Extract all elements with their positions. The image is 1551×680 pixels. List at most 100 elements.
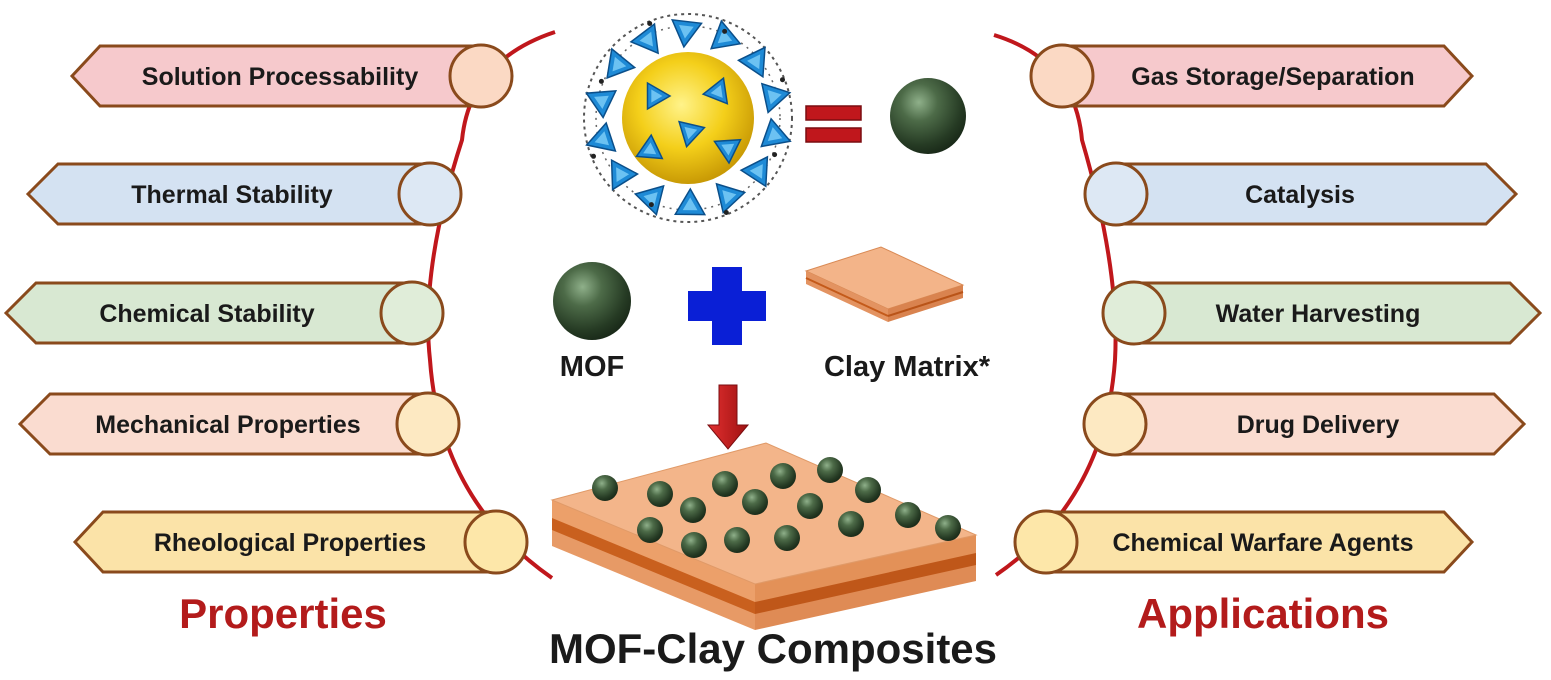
application-tag-drug-delivery: Drug Delivery <box>1082 391 1527 457</box>
tetrahedron-facet <box>767 127 783 141</box>
inner-tetrahedra <box>635 76 742 165</box>
slab-top-layer-right <box>755 535 976 602</box>
application-tag-catalysis: Catalysis <box>1083 161 1519 227</box>
down-arrow-icon <box>706 384 750 450</box>
tetrahedron-facet <box>651 89 663 103</box>
linker-atom <box>648 202 654 208</box>
tetrahedron-facet <box>749 164 763 179</box>
tag-label: Rheological Properties <box>154 529 426 557</box>
tetrahedron-facet <box>684 126 698 140</box>
plus-icon <box>688 267 766 345</box>
slab-bottom-layer-side-right <box>755 563 976 630</box>
linker-atom <box>772 152 778 158</box>
embedded-mof-sphere <box>838 511 864 537</box>
embedded-mof-sphere <box>712 471 738 497</box>
tag-label: Chemical Warfare Agents <box>1112 529 1413 557</box>
tag-label: Drug Delivery <box>1237 411 1400 439</box>
properties-heading: Properties <box>179 590 387 637</box>
tetrahedra-ring <box>585 19 792 217</box>
clay-matrix-icon <box>804 246 965 322</box>
tag-label: Thermal Stability <box>131 181 333 209</box>
mof-framework-illustration <box>583 13 793 223</box>
tag-label: Chemical Stability <box>99 300 314 328</box>
property-tag-chemical-stability: Chemical Stability <box>3 280 445 346</box>
tag-circle <box>1083 161 1149 227</box>
tetrahedron-facet <box>594 131 609 146</box>
linker-atom <box>591 153 596 159</box>
tag-circle <box>463 509 529 575</box>
embedded-mof-sphere <box>935 515 961 541</box>
embedded-mof-sphere <box>724 527 750 553</box>
linker-atom <box>780 77 785 83</box>
tetrahedron-facet <box>643 142 657 155</box>
properties-list: Solution Processability Thermal Stabilit… <box>3 43 529 575</box>
slab-middle-layer-right <box>755 551 976 614</box>
tag-circle <box>379 280 445 346</box>
tag-circle <box>1101 280 1167 346</box>
property-tag-rheological-properties: Rheological Properties <box>72 509 529 575</box>
tetrahedron-facet <box>721 143 735 156</box>
tetrahedron-facet <box>722 190 737 205</box>
framework-ring-inner <box>595 25 781 211</box>
embedded-mof-sphere <box>647 481 673 507</box>
embedded-mof-sphere <box>680 497 706 523</box>
framework-ring <box>583 13 793 223</box>
tetrahedron-facet <box>717 29 733 44</box>
equals-sign <box>805 105 862 143</box>
linker-atom <box>723 210 729 215</box>
mof-label: MOF <box>560 351 624 383</box>
property-tag-solution-processability: Solution Processability <box>69 43 514 109</box>
tetrahedron-facet <box>639 31 653 47</box>
embedded-mof-sphere <box>774 525 800 551</box>
slab-bottom-layer-side <box>552 528 755 630</box>
tetrahedron-facet <box>616 167 630 182</box>
linker-atom <box>722 28 728 34</box>
tetrahedron-facet <box>643 192 658 207</box>
embedded-mof-sphere <box>895 502 921 528</box>
embedded-mof-particles <box>592 457 961 558</box>
tag-circle <box>448 43 514 109</box>
tag-circle <box>1082 391 1148 457</box>
tag-label: Catalysis <box>1245 181 1355 209</box>
clay-matrix-label: Clay Matrix* <box>824 351 991 383</box>
properties-arc <box>426 30 556 580</box>
tetrahedron-facet <box>767 90 782 105</box>
embedded-mof-sphere <box>637 517 663 543</box>
tetrahedron-facet <box>747 54 761 70</box>
tag-circle <box>1029 43 1095 109</box>
tag-label: Water Harvesting <box>1216 300 1421 328</box>
slab-top-layer-left <box>552 500 755 602</box>
tetrahedron-facet <box>594 95 609 109</box>
embedded-mof-sphere <box>797 493 823 519</box>
clay-layer-line <box>887 291 964 317</box>
property-tag-mechanical-properties: Mechanical Properties <box>17 391 461 457</box>
tetrahedron-facet <box>679 25 694 39</box>
property-tag-thermal-stability: Thermal Stability <box>25 161 463 227</box>
linker-atom <box>647 21 653 26</box>
equals-bar-top <box>805 105 862 121</box>
embedded-mof-sphere <box>742 489 768 515</box>
application-tag-chemical-warfare-agents: Chemical Warfare Agents <box>1013 509 1475 575</box>
embedded-mof-sphere <box>855 477 881 503</box>
tag-circle <box>1013 509 1079 575</box>
tetrahedron-facet <box>612 56 627 72</box>
tag-label: Gas Storage/Separation <box>1131 63 1414 91</box>
application-tag-water-harvesting: Water Harvesting <box>1101 280 1543 346</box>
composite-slab <box>550 442 978 630</box>
slab-middle-layer-left <box>552 516 755 614</box>
clay-layer-line <box>805 277 889 317</box>
embedded-mof-sphere <box>681 532 707 558</box>
mof-particle-icon <box>553 262 631 340</box>
tetrahedron-facet <box>682 197 698 211</box>
embedded-mof-sphere <box>770 463 796 489</box>
linker-atom <box>598 78 604 84</box>
embedded-mof-sphere <box>592 475 618 501</box>
tag-label: Solution Processability <box>142 63 419 91</box>
tag-circle <box>397 161 463 227</box>
mof-sphere-icon <box>890 78 966 154</box>
applications-list: Gas Storage/Separation Catalysis Water H… <box>1013 43 1543 575</box>
applications-heading: Applications <box>1137 590 1389 637</box>
composite-title: MOF-Clay Composites <box>549 625 997 672</box>
application-tag-gas-storage: Gas Storage/Separation <box>1029 43 1475 109</box>
